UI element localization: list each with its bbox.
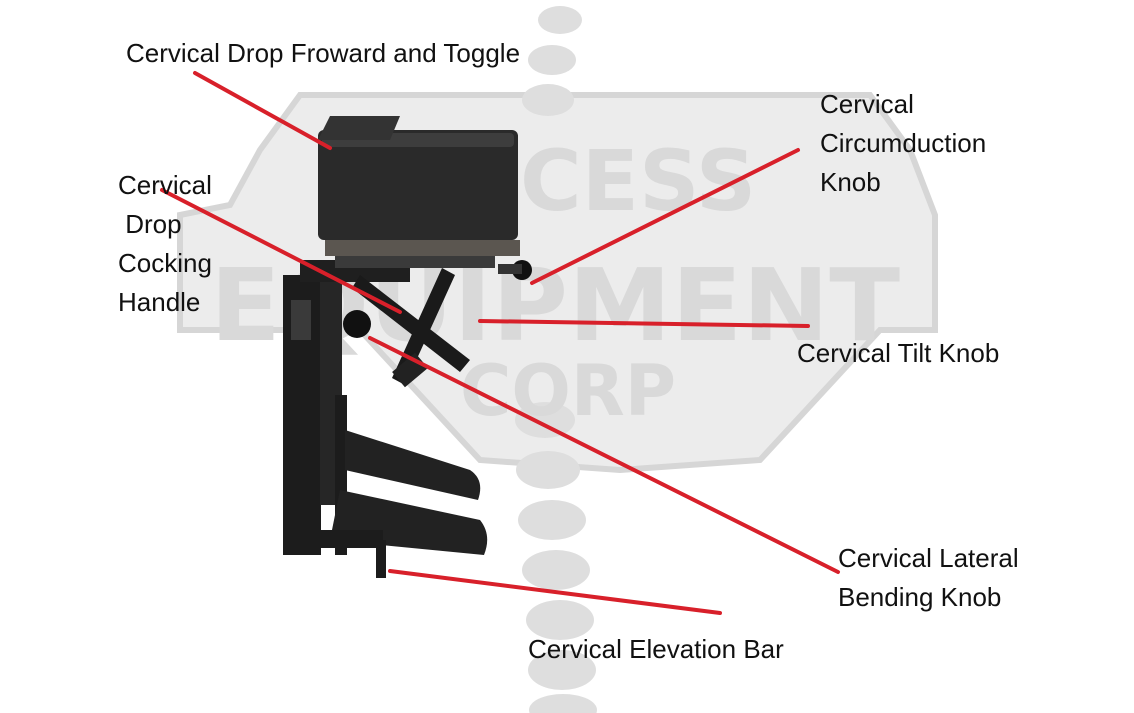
cervical-device [283,116,532,578]
leader-lines [160,71,840,615]
leader-line-elevation [388,569,722,615]
watermark-text-3: CORP [460,350,676,432]
label-circumduction-1: Cervical [820,89,914,119]
label-elevation: Cervical Elevation Bar [528,634,784,664]
leader-line-lateral [368,336,840,574]
label-lateral-2: Bending Knob [838,582,1002,612]
label-lateral-1: Cervical Lateral [838,543,1019,573]
scissor-mechanism [352,268,470,385]
label-cocking-1: Cervical [118,170,212,200]
leader-line-circumduction [530,148,800,285]
label-cocking-2: Drop [118,209,182,239]
label-cocking-4: Handle [118,287,201,317]
label-cocking-3: Cocking [118,248,212,278]
watermark-text-1: CESS [520,132,756,230]
lateral-bending-knob [343,310,371,338]
leader-line-tilt [478,319,810,328]
label-drop-forward: Cervical Drop Froward and Toggle [126,38,521,68]
pad-plate [325,240,520,256]
elevation-bar [376,540,386,578]
lower-pad-upper [345,430,481,500]
label-tilt: Cervical Tilt Knob [797,338,1000,368]
label-circumduction-3: Knob [820,167,881,197]
leader-line-drop-forward [193,71,332,150]
leader-line-cocking [160,188,402,314]
watermark-spine [515,6,597,713]
head-pad [318,130,518,240]
label-circumduction-2: Circumduction [820,128,987,158]
